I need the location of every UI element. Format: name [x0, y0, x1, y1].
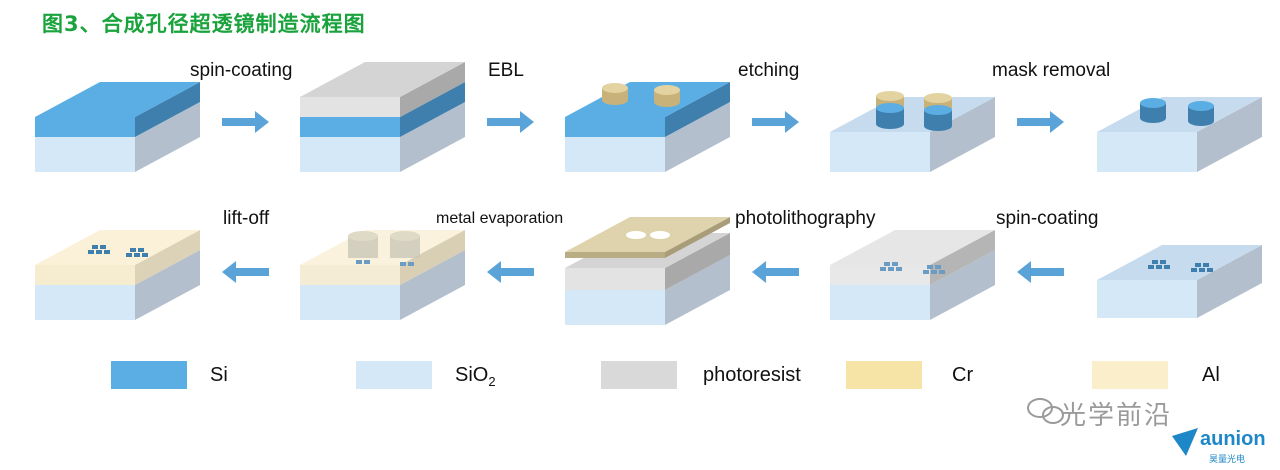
step-label-spin-coating-bottom: spin-coating: [996, 208, 1099, 229]
arrow-left-4: [222, 261, 269, 283]
stage-bottom-3-photolithography: [565, 217, 730, 325]
stage-bottom-1-pattern: [1097, 245, 1262, 318]
step-label-spin-coating-top: spin-coating: [190, 60, 293, 81]
stage-bottom-5-lift-off: [35, 230, 200, 320]
arrow-right-4: [1017, 111, 1064, 133]
stage-top-1-substrate: [35, 82, 200, 172]
watermark-text: 光学前沿: [1060, 401, 1173, 431]
step-label-photolithography: photolithography: [735, 208, 876, 229]
legend-swatch-cr: [846, 361, 922, 389]
stage-top-4-pillars-capped: [830, 91, 995, 172]
figure-title: 图3、合成孔径超透镜制造流程图: [42, 12, 366, 36]
stage-bottom-2-coated: [830, 230, 995, 320]
stage-bottom-4-metal-evaporation: [300, 230, 465, 320]
arrow-right-3: [752, 111, 799, 133]
legend-label-sio2: SiO2: [455, 364, 496, 389]
step-label-ebl: EBL: [488, 60, 524, 81]
step-label-lift-off: lift-off: [223, 208, 270, 229]
legend-label-photoresist: photoresist: [703, 364, 801, 386]
legend-swatch-sio2: [356, 361, 432, 389]
brand-logo-icon: [1172, 428, 1198, 456]
step-label-mask-removal: mask removal: [992, 60, 1111, 81]
brand-subtitle: 昊量光电: [1209, 455, 1246, 465]
arrow-right-2: [487, 111, 534, 133]
brand-name: aunion: [1200, 428, 1266, 450]
arrow-left-3: [487, 261, 534, 283]
stage-top-2-photoresist: [300, 62, 465, 172]
step-label-etching: etching: [738, 60, 800, 81]
legend-label-cr: Cr: [952, 364, 974, 386]
step-label-metal-evaporation: metal evaporation: [436, 210, 564, 227]
arrow-right-1: [222, 111, 269, 133]
legend-label-si: Si: [210, 364, 228, 386]
stage-top-5-pillars: [1097, 97, 1262, 172]
legend-swatch-photoresist: [601, 361, 677, 389]
legend-swatch-al: [1092, 361, 1168, 389]
wechat-icon: [1027, 398, 1064, 424]
stage-top-3-etched: [565, 82, 730, 172]
arrow-left-1: [1017, 261, 1064, 283]
legend-label-al: Al: [1202, 364, 1220, 386]
legend-swatch-si: [111, 361, 187, 389]
arrow-left-2: [752, 261, 799, 283]
